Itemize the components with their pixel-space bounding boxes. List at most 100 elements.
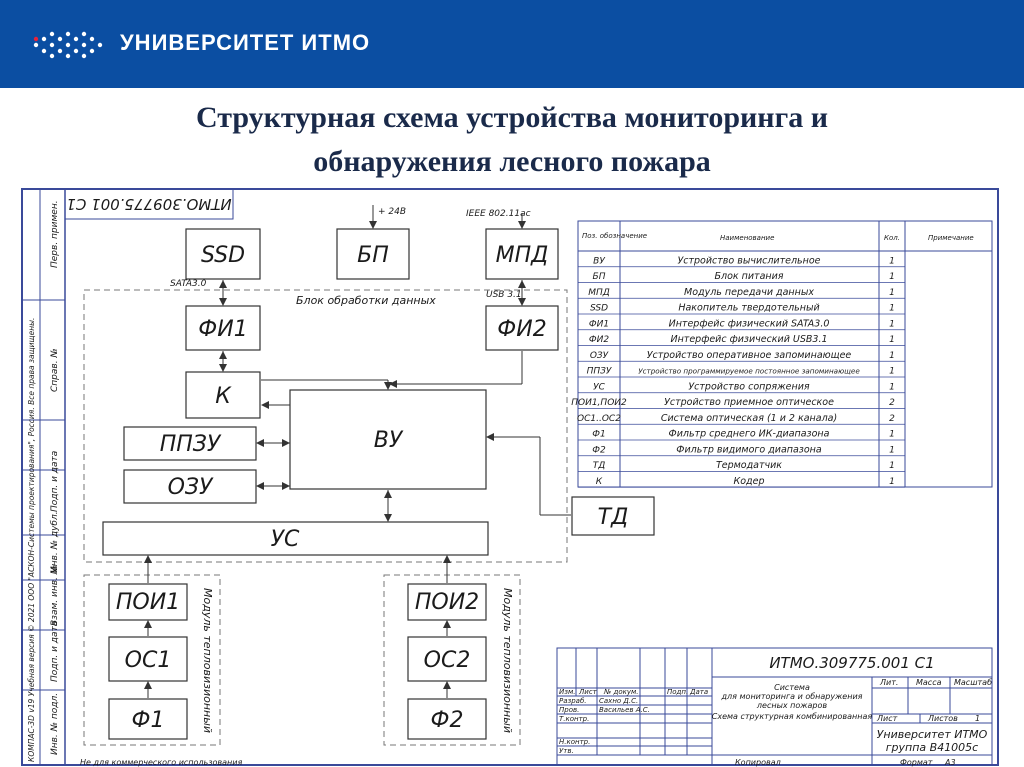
itmo-logo-icon <box>33 31 103 59</box>
tb-name-1: Система <box>774 683 810 692</box>
spec-cell-qty: 1 <box>889 477 895 487</box>
label-fi2: ФИ2 <box>497 317 546 342</box>
spec-cell-qty: 1 <box>889 430 895 440</box>
spec-cell-pos: SSD <box>590 304 608 314</box>
spec-cell-pos: Ф2 <box>592 445 606 455</box>
label-usb: USB 3.1 <box>486 290 522 300</box>
block-bp <box>336 228 410 280</box>
strip-sprav: Справ. № <box>50 348 60 392</box>
spec-cell-qty: 1 <box>889 272 895 282</box>
spec-cell-pos: ППЗУ <box>587 367 612 377</box>
tb-sheets: Листов <box>927 714 958 723</box>
label-vu: ВУ <box>374 428 404 453</box>
spec-cell-pos: БП <box>593 272 606 282</box>
spec-cell-qty: 1 <box>889 351 895 361</box>
spec-header-poz: Поз. обозначение <box>582 232 647 240</box>
tb-scale: Масштаб <box>954 678 992 687</box>
block-ssd <box>185 228 261 280</box>
label-ieee: IEEE 802.11ac <box>466 209 531 219</box>
spec-cell-name: Устройство программируемое постоянное за… <box>638 367 860 376</box>
spec-cell-pos: ВУ <box>593 256 605 266</box>
strip-vzam: Взам. инв. № <box>50 565 60 626</box>
processing-block-label: Блок обработки данных <box>296 294 436 307</box>
spec-cell-name: Фильтр среднего ИК-диапазона <box>669 429 830 440</box>
tb-sheets-count: 1 <box>975 714 980 723</box>
spec-cell-pos: ФИ2 <box>589 335 609 345</box>
label-poi1: ПОИ1 <box>116 590 180 615</box>
label-ssd: SSD <box>201 243 245 268</box>
tb-lit: Лит. <box>879 678 898 687</box>
block-f2 <box>407 698 487 740</box>
spec-cell-name: Устройство сопряжения <box>688 381 810 392</box>
module2-frame <box>383 574 521 746</box>
tb-prov-name: Васильев А.С. <box>599 706 650 714</box>
label-f2: Ф2 <box>431 708 464 733</box>
spec-cell-pos: ТД <box>593 461 606 471</box>
spec-table <box>577 220 993 488</box>
tb-name-3: лесных пожаров <box>756 701 827 710</box>
spec-cell-name: Кодер <box>733 476 764 487</box>
module1-frame <box>83 574 221 746</box>
spec-cell-name: Интерфейс физический USB3.1 <box>670 334 827 345</box>
spec-cell-pos: ОС1..ОС2 <box>577 414 621 424</box>
label-os1: ОС1 <box>125 648 172 673</box>
tb-org-1: Университет ИТМО <box>877 728 988 741</box>
strip-podp-data-2: Подп. и дата <box>50 621 60 682</box>
spec-header-qty: Кол. <box>884 234 900 242</box>
block-mpd <box>485 228 559 280</box>
tb-podp: Подп. <box>667 688 688 696</box>
spec-cell-name: Устройство оперативное запоминающее <box>647 350 852 361</box>
code-rotated: ИТМО.309775.001 С1 <box>66 195 231 213</box>
tb-kopiroval: Копировал <box>735 758 781 767</box>
tb-list: Лист <box>578 688 598 696</box>
module1-label: Модуль тепловизионный <box>201 588 214 733</box>
tb-name-4: Схема структурная комбинированная <box>712 712 873 721</box>
label-mpd: МПД <box>496 243 549 268</box>
slide-title: Структурная схема устройства мониторинга… <box>0 96 1024 184</box>
block-ozu <box>123 469 257 504</box>
block-us <box>102 521 489 556</box>
block-fi2 <box>485 305 559 351</box>
spec-header-note: Примечание <box>928 234 974 242</box>
tb-org-2: группа В41005с <box>886 741 978 754</box>
block-f1 <box>108 698 188 740</box>
spec-cell-qty: 1 <box>889 304 895 314</box>
tb-format: Формат <box>900 758 933 767</box>
processing-block <box>83 289 568 563</box>
strip-podp-data-1: Подп. и дата <box>50 451 60 512</box>
spec-cell-qty: 1 <box>889 288 895 298</box>
spec-cell-pos: ОЗУ <box>590 351 609 361</box>
brand-name: УНИВЕРСИТЕТ ИТМО <box>120 30 371 55</box>
label-power: + 24В <box>378 207 406 217</box>
tb-tkontr: Т.контр. <box>559 715 589 723</box>
tb-mass: Масса <box>916 678 942 687</box>
spec-cell-qty: 1 <box>889 382 895 392</box>
tb-utv: Утв. <box>559 747 574 755</box>
spec-cell-name: Термодатчик <box>716 460 782 471</box>
spec-cell-qty: 2 <box>889 414 895 424</box>
spec-cell-name: Фильтр видимого диапазона <box>676 444 822 455</box>
strip-license: КОМПАС-3D v19 Учебная версия © 2021 ООО … <box>27 318 36 762</box>
title-line-1: Структурная схема устройства мониторинга… <box>195 101 829 134</box>
block-fi1 <box>185 305 261 351</box>
spec-cell-qty: 2 <box>889 398 895 408</box>
label-ppzu: ППЗУ <box>160 432 222 457</box>
label-bp: БП <box>357 243 389 268</box>
label-fi1: ФИ1 <box>198 317 247 342</box>
tb-name-2: для мониторинга и обнаружения <box>721 692 863 701</box>
block-os1 <box>108 636 188 682</box>
strip-perv: Перв. примен. <box>50 200 60 268</box>
spec-cell-pos: ПОИ1,ПОИ2 <box>571 398 627 408</box>
tb-sheet: Лист <box>876 714 898 723</box>
label-sata: SATA3.0 <box>170 279 207 289</box>
spec-cell-qty: 1 <box>889 367 895 377</box>
footer-left: Не для коммерческого использования <box>80 758 242 767</box>
tb-data: Дата <box>689 688 708 696</box>
spec-cell-pos: ФИ1 <box>589 319 609 329</box>
spec-cell-name: Интерфейс физический SATA3.0 <box>669 318 830 329</box>
title-line-2: обнаружения лесного пожара <box>313 145 711 178</box>
header-bar: УНИВЕРСИТЕТ ИТМО <box>0 0 1024 88</box>
label-us: УС <box>271 527 300 552</box>
block-poi2 <box>407 583 487 621</box>
